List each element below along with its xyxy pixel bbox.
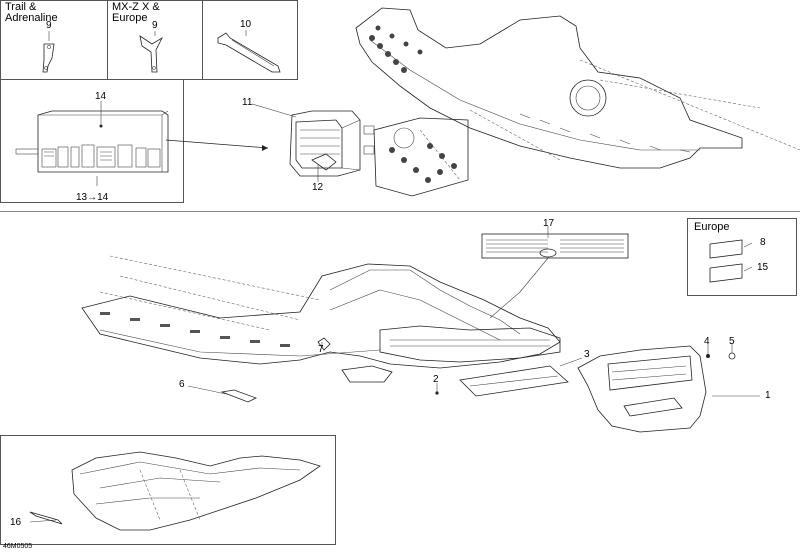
callout-5: 5: [729, 336, 735, 347]
section-divider: [0, 211, 800, 212]
callout-12: 12: [312, 182, 324, 193]
callout-1: 1: [765, 390, 771, 401]
drawing-code: 46M0505: [3, 543, 33, 550]
part-5-illustration: [728, 352, 736, 360]
part-3-illustration: [459, 365, 569, 397]
callout-3: 3: [584, 349, 590, 360]
inset-europe: [687, 218, 797, 296]
belly-pan-illustration: [81, 255, 561, 383]
callout-14: 14: [95, 91, 107, 102]
part-10-illustration: [217, 32, 281, 73]
inset-title-europe: Europe: [694, 221, 730, 233]
inset-title-trail-adrenaline: Trail & Adrenaline: [5, 1, 58, 24]
callout-9-trail: 9: [46, 20, 52, 31]
callout-16: 16: [10, 517, 22, 528]
part-12-illustration: [311, 153, 337, 171]
callout-15: 15: [757, 262, 769, 273]
part-8-illustration: [709, 239, 743, 259]
leader-lines: [29, 226, 760, 523]
callout-9-mxz: 9: [152, 20, 158, 31]
callout-2: 2: [433, 374, 439, 385]
callout-8: 8: [760, 237, 766, 248]
side-bracket-illustration: [373, 117, 469, 197]
bottom-pan-illustration: [29, 451, 321, 531]
part-15-illustration: [709, 263, 743, 283]
callout-4: 4: [704, 336, 710, 347]
callout-13-14: 13→14: [76, 192, 109, 203]
callout-7: 7: [318, 344, 324, 355]
inset-bottom-pan: [0, 435, 336, 545]
callout-6: 6: [179, 379, 185, 390]
callout-11: 11: [242, 97, 253, 108]
part-1-illustration: [577, 345, 707, 433]
callout-10: 10: [240, 19, 252, 30]
part-4-illustration: [706, 354, 710, 358]
part-17-decal-illustration: [481, 233, 629, 259]
part-6-illustration: [220, 389, 258, 403]
part-14-box-illustration: [15, 110, 269, 173]
callout-17: 17: [543, 218, 555, 229]
part-11-illustration: [289, 110, 375, 177]
inset-part-10: [202, 0, 298, 80]
upper-chassis-illustration: [355, 7, 800, 181]
part-9-trail-illustration: [42, 43, 55, 73]
part-9-mxz-illustration: [139, 35, 163, 73]
inset-title-mxz-europe: MX-Z X & Europe: [112, 1, 160, 24]
